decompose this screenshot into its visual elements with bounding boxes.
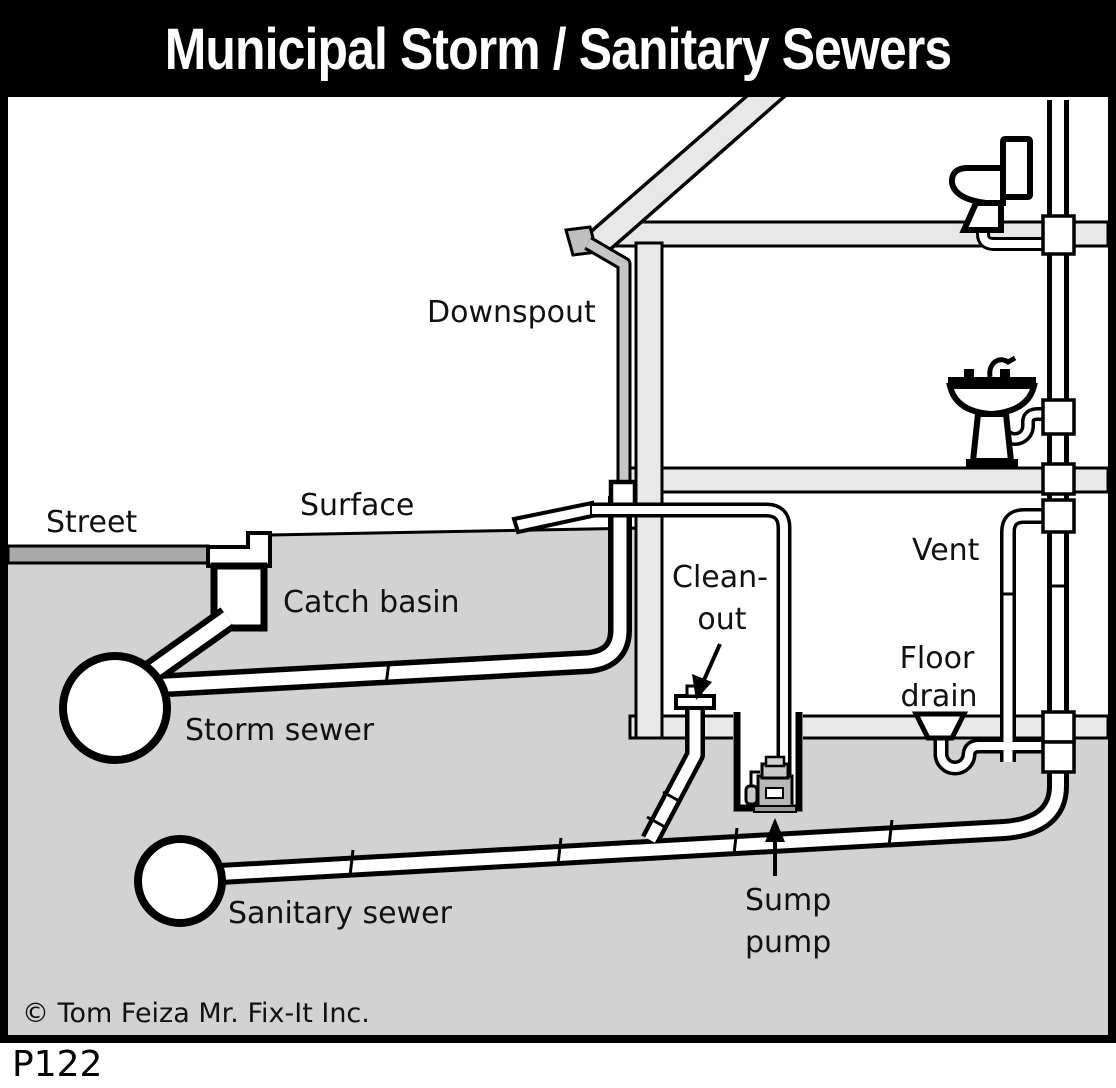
title-bar: Municipal Storm / Sanitary Sewers: [0, 0, 1116, 97]
label-catch-basin: Catch basin: [283, 585, 460, 620]
label-sanitary-sewer: Sanitary sewer: [228, 896, 453, 931]
label-storm-sewer: Storm sewer: [185, 713, 375, 748]
label-sump-pump-2: pump: [745, 925, 831, 960]
toilet-tank: [1000, 136, 1033, 200]
label-cleanout-1: Clean-: [672, 560, 768, 595]
cleanout-arrow: [692, 674, 712, 700]
diagram-title: Municipal Storm / Sanitary Sewers: [164, 17, 952, 82]
left-wall: [634, 241, 664, 740]
floor-drain-funnel: [911, 711, 969, 741]
label-cleanout-2: out: [697, 602, 746, 637]
toilet-bowl: [948, 165, 1006, 206]
stack-fittings: [1041, 214, 1076, 774]
drain-tee-fitting: [1041, 740, 1076, 774]
surface-line: [269, 526, 643, 537]
curb-inlet: [206, 531, 272, 568]
figure-code: P122: [12, 1044, 103, 1085]
pedestal-sink: [946, 355, 1038, 467]
pump-float: [744, 784, 759, 806]
sink-tee-fitting: [1041, 398, 1076, 436]
label-floor-drain-2: drain: [900, 679, 977, 714]
sink-faucet: [987, 355, 1017, 378]
storm-sewer-main: [59, 652, 171, 764]
toilet: [948, 136, 1033, 233]
label-floor-drain-1: Floor: [900, 641, 975, 676]
sanitary-sewer-main: [134, 835, 226, 927]
label-surface: Surface: [300, 488, 414, 523]
label-sump-pump-1: Sump: [745, 883, 831, 918]
label-downspout: Downspout: [427, 295, 596, 330]
pipe-joint: [384, 661, 391, 686]
pipe-joints: [348, 584, 1067, 877]
label-vent: Vent: [912, 533, 980, 568]
pump-base: [753, 805, 797, 813]
sump-arrow: [765, 818, 785, 842]
annotation-arrows: [692, 643, 785, 876]
label-street: Street: [46, 505, 137, 540]
sink-top: [948, 377, 1036, 386]
first-floor: [628, 466, 1108, 494]
floor-fitting: [1041, 462, 1076, 496]
sink-pedestal: [969, 411, 1015, 464]
toilet-tee-fitting: [1041, 214, 1076, 256]
street-pavement: [8, 544, 210, 565]
storm-sewer-system: [59, 496, 632, 764]
basement-floor-fitting: [1041, 710, 1076, 744]
copyright-text: © Tom Feiza Mr. Fix-It Inc.: [22, 998, 370, 1029]
sump-pump: [744, 755, 797, 813]
toilet-base: [959, 200, 1004, 233]
vent-tee-fitting: [1041, 498, 1076, 534]
diagram-labels: Street Surface Catch basin Storm sewer S…: [22, 295, 980, 1029]
